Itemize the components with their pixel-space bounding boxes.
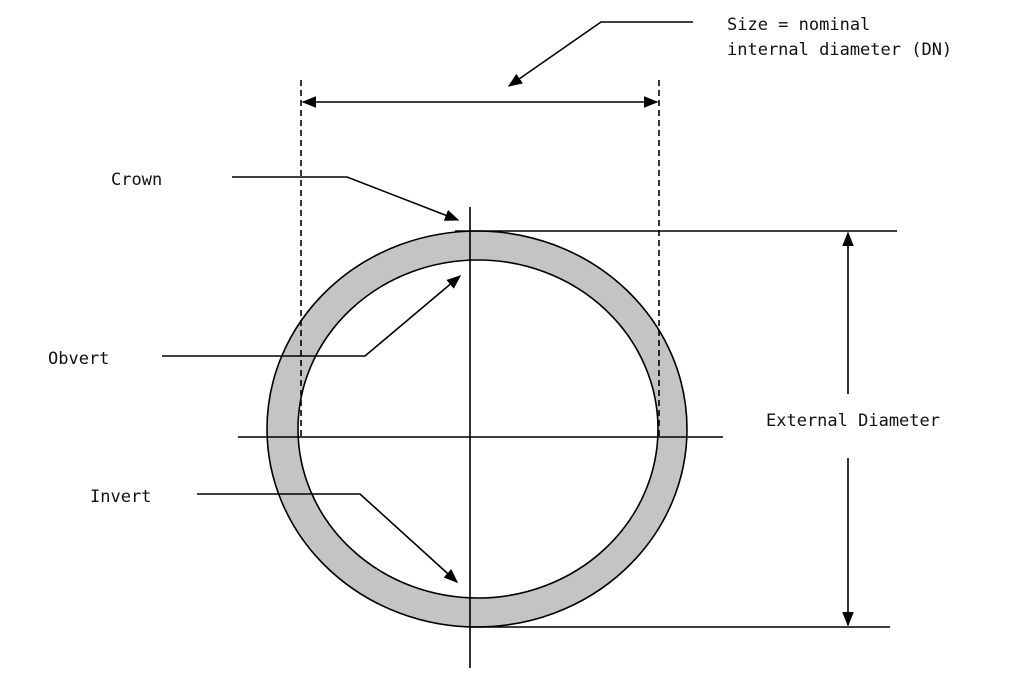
inner-wall xyxy=(297,259,659,599)
size-leader xyxy=(507,21,693,87)
size-label-line1: Size = nominal xyxy=(727,15,870,35)
crown-leader xyxy=(232,176,460,221)
obvert-label: Obvert xyxy=(48,349,109,369)
crown-label: Crown xyxy=(111,170,162,190)
pipe-wall xyxy=(260,225,700,635)
size-label-line2: internal diameter (DN) xyxy=(727,40,952,60)
obvert-leader xyxy=(162,275,462,357)
external-diameter-label: External Diameter xyxy=(766,411,940,431)
invert-leader xyxy=(197,493,459,583)
invert-label: Invert xyxy=(90,487,151,507)
